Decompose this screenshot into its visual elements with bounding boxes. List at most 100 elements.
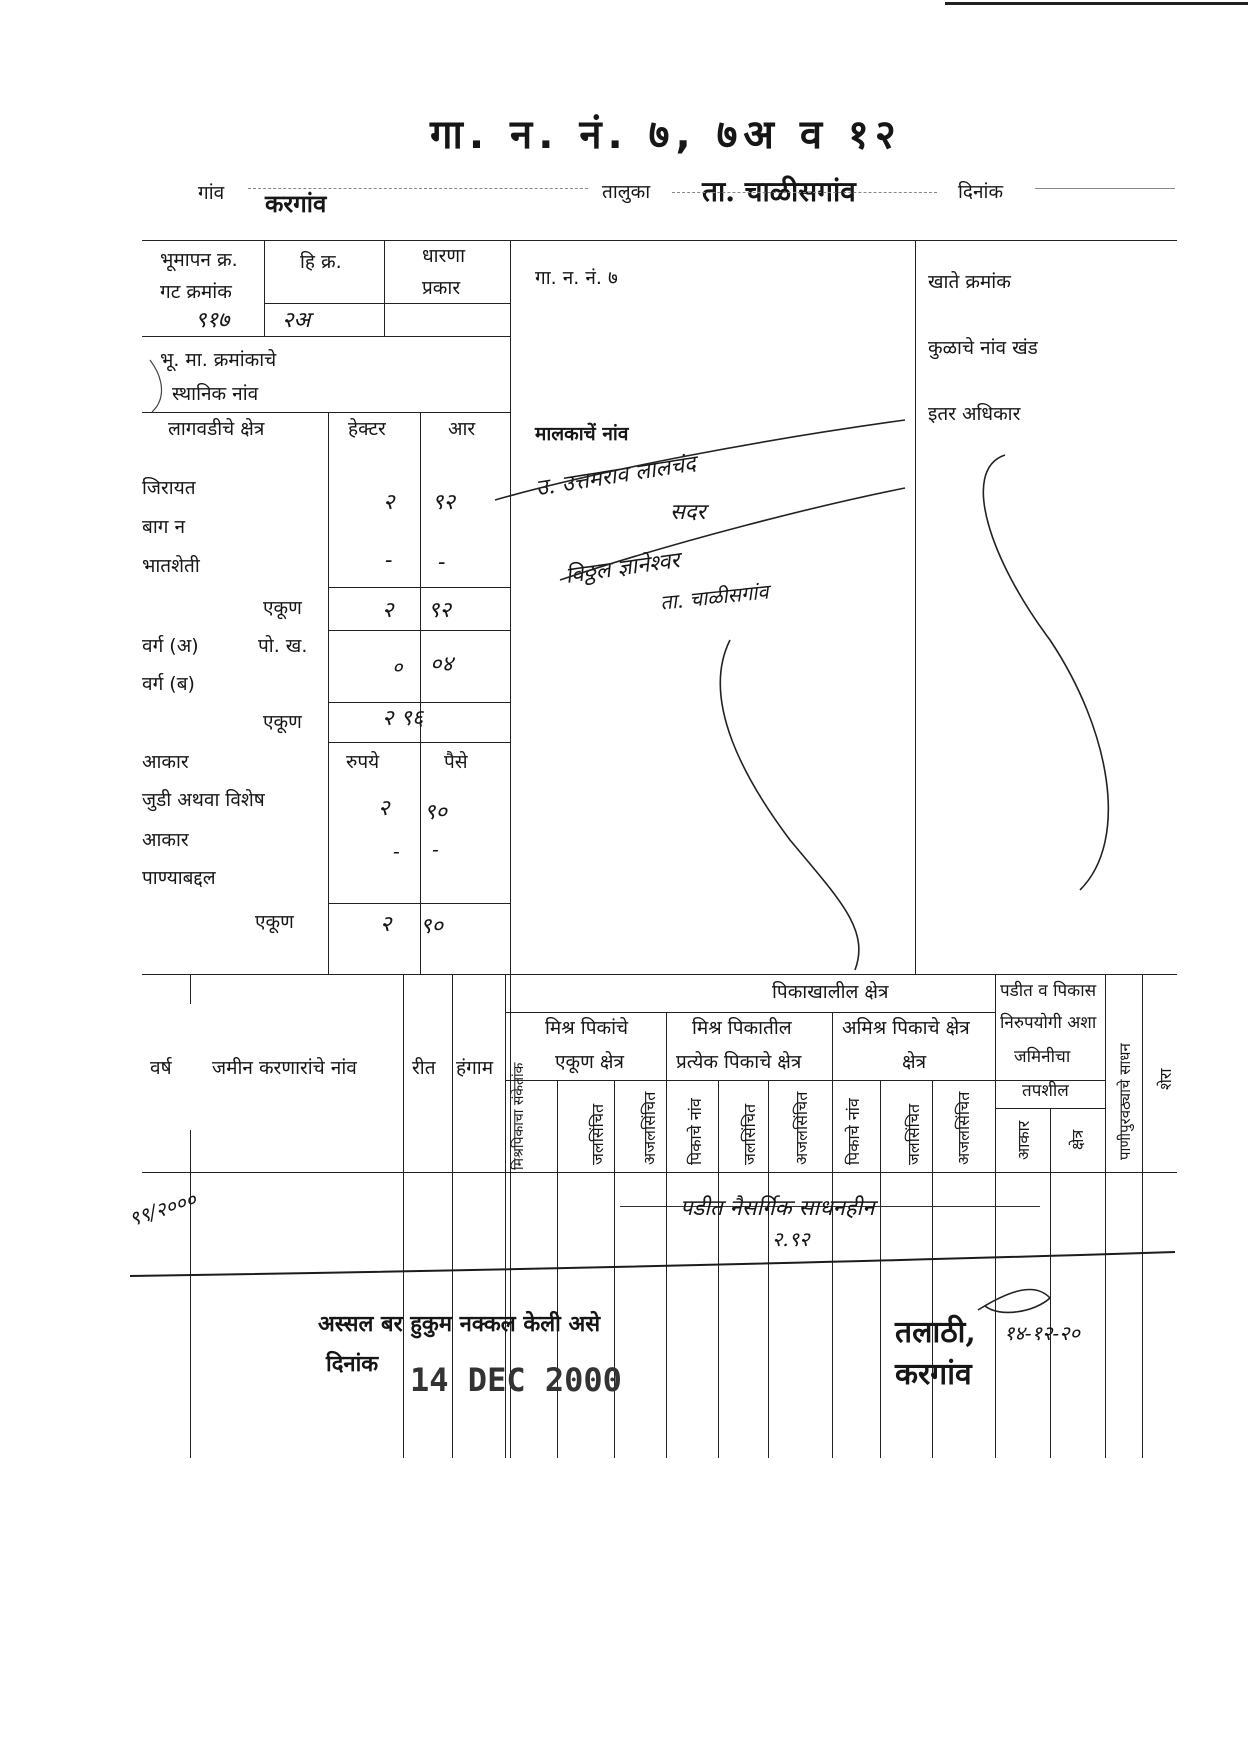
total1-label: एकूण — [263, 597, 302, 619]
akar-total-paise: ९० — [420, 914, 443, 939]
sub-div-2 — [614, 1080, 615, 1458]
cert-date: 14 DEC 2000 — [410, 1361, 622, 1399]
itar-label: इतर अधिकार — [928, 403, 1021, 425]
survey-div1 — [264, 240, 265, 336]
sub-div-7 — [1050, 1108, 1051, 1458]
asal-line: अस्सल बर हुकुम नक्कल केली असे — [318, 1311, 601, 1337]
area-div-aar — [420, 412, 421, 974]
mishra-pratyek-2: प्रत्येक पिकाचे क्षेत्र — [676, 1051, 802, 1073]
gaon-value: करगांव — [265, 189, 327, 218]
akar2-paise: - — [432, 837, 439, 861]
varga-a-label: वर्ग (अ) — [142, 635, 199, 657]
form12-header-bottom — [142, 1172, 1177, 1173]
survey-no-value: ९१७ — [195, 308, 230, 333]
akar2-label: आकार — [142, 829, 189, 851]
dharana-label: धारणा — [422, 245, 466, 267]
total1-aar: ९२ — [428, 598, 451, 623]
village-stamp: करगांव — [895, 1357, 972, 1392]
entry-text: पडीत नैसर्गिक साधनहीन — [680, 1196, 875, 1221]
taluka-value: ता. चाळीसगांव — [702, 175, 856, 208]
shera-div — [1142, 974, 1143, 1458]
sub-div-6 — [932, 1080, 933, 1458]
judi-rupaye: २ — [378, 796, 390, 821]
dinank-line — [1035, 188, 1175, 189]
gaon-label: गांव — [198, 182, 225, 204]
margin-mark — [149, 359, 163, 413]
bagayat-label: बाग न — [142, 516, 186, 538]
pikakhalil-header: पिकाखालील क्षेत्र — [772, 981, 889, 1003]
mishra-pratyek-1: मिश्र पिकातील — [692, 1017, 792, 1039]
hectare-label: हेक्टर — [348, 418, 386, 440]
col-divider-main — [510, 240, 511, 1458]
varga-a-sub: पो. ख. — [258, 635, 308, 657]
varsh-div-top — [190, 974, 191, 1004]
reet-div — [403, 974, 404, 1458]
talathi: तलाठी, — [895, 1315, 976, 1350]
bhumapan-label: भूमापन क्र. — [160, 249, 238, 271]
area-title: लागवडीचे क्षेत्र — [168, 418, 265, 440]
sub-div-5 — [880, 1080, 881, 1458]
padit-div — [995, 974, 996, 1458]
total1-rule — [328, 587, 510, 588]
taluka-line — [672, 192, 937, 193]
jirayat-label: जिरायत — [142, 477, 196, 499]
padit-sub-rule — [995, 1108, 1105, 1109]
rupaye-label: रुपये — [346, 751, 380, 773]
akar-total-rule — [328, 903, 510, 904]
varga-a-hectare: ० — [392, 655, 403, 679]
sub-div-3 — [718, 1080, 719, 1458]
varga-b-label: वर्ग (ब) — [142, 673, 195, 695]
cert-dinank-label: दिनांक — [326, 1351, 379, 1377]
corner-bar — [945, 2, 1248, 5]
owner-label: मालकाचें नांव — [535, 423, 629, 445]
jirayat-aar: ९२ — [432, 490, 455, 515]
owner-line-2: सदर — [670, 500, 706, 525]
prakar-label: प्रकार — [422, 277, 461, 299]
strike-owner-2 — [559, 487, 906, 581]
form12-top-rule — [142, 974, 1177, 975]
bhatsheti-label: भातशेती — [142, 555, 200, 577]
form7-label: गा. न. नं. ७ — [535, 267, 618, 289]
crops-start-div — [505, 974, 506, 1458]
bhatsheti-aar: - — [438, 550, 446, 575]
aar-label: आर — [448, 418, 476, 440]
amishra-1: अमिश्र पिकाचे क्षेत्र — [842, 1017, 970, 1039]
hissa-value: २अ — [282, 308, 311, 333]
crops-div-2 — [832, 1012, 833, 1458]
varsh-header: वर्ष — [150, 1057, 172, 1079]
bhatsheti-hectare: - — [385, 548, 393, 573]
jirayat-hectare: २ — [383, 490, 395, 515]
amishra-2: क्षेत्र — [902, 1051, 927, 1073]
dinank-label: दिनांक — [958, 181, 1004, 203]
signature — [977, 1288, 1052, 1314]
varga-rule — [328, 630, 510, 631]
survey-rule1 — [264, 303, 510, 304]
akar-total-label: एकूण — [255, 911, 294, 933]
survey-div2 — [384, 240, 385, 336]
kul-label: कुळाचे नांव खंड — [928, 337, 1038, 359]
taluka-label: तालुका — [602, 181, 651, 203]
varsh-div — [190, 1130, 191, 1458]
crops-div-1 — [666, 1012, 667, 1458]
local-name-label-2: स्थानिक नांव — [172, 383, 259, 405]
khata-label: खाते क्रमांक — [928, 271, 1011, 293]
jamin-header: जमीन करणारांचे नांव — [212, 1057, 357, 1079]
total2-label: एकूण — [263, 711, 302, 733]
top-rule — [142, 240, 1177, 241]
varga-a-aar: ०४ — [430, 652, 453, 677]
hangam-div — [452, 974, 453, 1458]
total2-rule — [328, 702, 510, 703]
gaon-line — [248, 188, 588, 189]
local-name-rule — [142, 412, 510, 413]
padit-1: पडीत व पिकास — [1000, 981, 1097, 1001]
paise-label: पैसे — [444, 751, 468, 773]
area-div-hectare — [328, 412, 329, 974]
total1-hectare: २ — [382, 598, 394, 623]
pikakhalil-rule — [505, 1012, 995, 1013]
mishra-ekun-2: एकूण क्षेत्र — [555, 1051, 624, 1073]
z-line-center — [719, 639, 860, 971]
z-line-right — [982, 454, 1110, 891]
sign-date: १४-१२-२० — [1004, 1321, 1080, 1345]
entry-line — [620, 1206, 1040, 1207]
pani-div — [1105, 974, 1106, 1458]
